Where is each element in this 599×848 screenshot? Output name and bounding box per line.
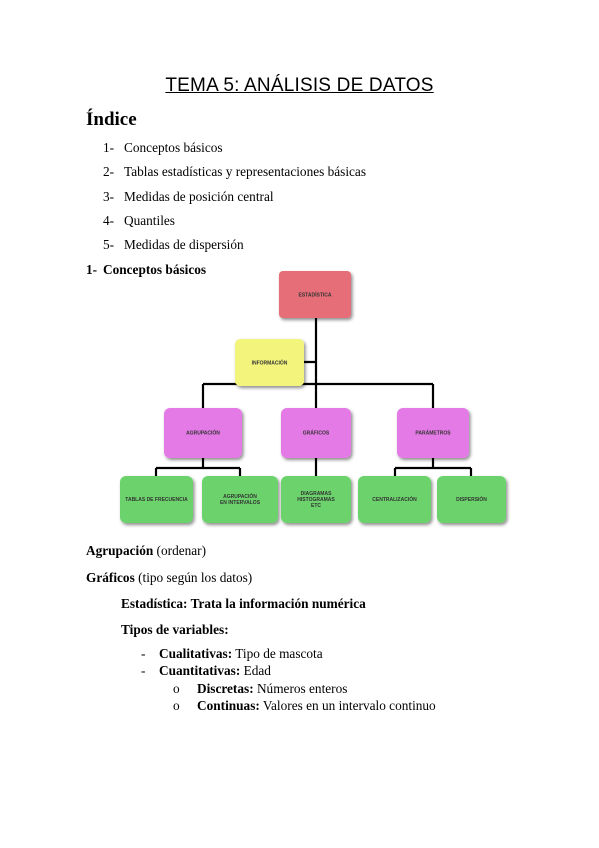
table-of-contents: 1- Conceptos básicos 2- Tablas estadística…: [103, 140, 366, 261]
bullet-dash: -: [141, 646, 146, 661]
bullet-term: Cualitativas:: [159, 646, 233, 661]
toc-item-number: 1-: [103, 140, 115, 155]
toc-item: 5- Medidas de dispersión: [103, 237, 366, 261]
toc-item: 1- Conceptos básicos: [103, 140, 366, 164]
diagram-leaf-centralizacion-label: CENTRALIZACIÓN: [372, 495, 417, 503]
toc-item-number: 2-: [103, 164, 115, 180]
section-heading: 1- Conceptos básicos: [86, 262, 206, 278]
toc-item-label: Tablas estadísticas y representaciones b…: [124, 164, 367, 180]
bullet-item: -Cualitativas: Tipo de mascota: [141, 646, 323, 662]
toc-item-number: 5-: [103, 237, 115, 253]
bullet-dash: -: [141, 663, 146, 678]
diagram-node-parametros-label: PARÁMETROS: [415, 430, 451, 437]
toc-item-label: Quantiles: [124, 212, 175, 228]
subbullet-marker: o: [173, 698, 180, 713]
diagram-node-info: [235, 339, 304, 386]
agrupacion-term: Agrupación: [86, 543, 154, 558]
subbullet-item: o Discretas: Números enteros: [173, 681, 347, 697]
toc-item-number: 3-: [103, 188, 115, 204]
toc-item-label: Medidas de posición central: [124, 188, 274, 204]
graficos-desc: (tipo según los datos): [134, 570, 253, 585]
toc-item-number: 4-: [103, 212, 115, 228]
tipos-heading: Tipos de variables:: [121, 622, 229, 637]
diagram-node-root: [279, 271, 351, 318]
toc-item: 4- Quantiles: [103, 213, 366, 237]
toc-item: 3- Medidas de posición central: [103, 189, 366, 213]
diagram-leaf-intervalos-label-2: EN INTERVALOS: [220, 500, 261, 506]
agrupacion-desc: (ordenar): [153, 543, 207, 558]
diagram-node-graficos-label: GRÁFICOS: [303, 430, 330, 437]
diagram-leaf-tablas: [120, 476, 193, 523]
diagram-leaf-dispersion: [437, 476, 506, 523]
graficos-term: Gráficos: [86, 570, 135, 585]
diagram-leaf-diagramas: [281, 476, 351, 523]
diagram-leaf-intervalos: [202, 476, 278, 523]
subbullet-term: Continuas:: [197, 698, 260, 713]
agrupacion-line: Agrupación (ordenar): [86, 543, 206, 559]
page-title: TEMA 5: ANÁLISIS DE DATOS: [165, 75, 434, 96]
section-number: 1-: [86, 262, 98, 277]
diagram-leaf-dispersion-label: DISPERSIÓN: [456, 495, 487, 503]
bullet-desc: Edad: [240, 663, 271, 678]
diagram-leaf-centralizacion: [358, 476, 431, 523]
subbullet-desc: Valores en un intervalo continuo: [259, 698, 436, 713]
diagram-leaf-intervalos-label: AGRUPACIÓN: [223, 492, 257, 500]
diagram-node-parametros: [397, 408, 469, 458]
subbullet-item: o Continuas: Valores en un intervalo cont…: [173, 698, 436, 714]
bullet-item: -Cuantitativas: Edad: [141, 663, 271, 679]
diagram-leaf-diagramas-label-2: HISTOGRAMAS: [297, 497, 335, 503]
subbullet-desc: Números enteros: [253, 681, 348, 696]
section-title: Conceptos básicos: [103, 262, 207, 277]
diagram-node-root-label: ESTADÍSTICA: [299, 291, 332, 299]
toc-item-label: Medidas de dispersión: [124, 237, 244, 253]
bullet-term: Cuantitativas:: [159, 663, 241, 678]
diagram-leaf-diagramas-label-3: ETC: [311, 503, 321, 509]
subbullet-marker: o: [173, 681, 180, 696]
diagram-leaf-diagramas-label: DIAGRAMAS: [301, 491, 332, 497]
diagram-node-info-label: INFORMACIÓN: [252, 359, 288, 367]
toc-item-label: Conceptos básicos: [124, 140, 223, 155]
diagram-node-agrupacion-label: AGRUPACIÓN: [186, 429, 220, 437]
estadistica-definition: Estadística: Trata la información numéri…: [121, 596, 366, 611]
subbullet-term: Discretas:: [197, 681, 254, 696]
diagram-node-agrupacion: [164, 408, 242, 458]
diagram-node-graficos: [281, 408, 351, 458]
bullet-desc: Tipo de mascota: [232, 646, 323, 661]
diagram-leaf-tablas-label: TABLAS DE FRECUENCIA: [125, 497, 188, 503]
toc-item: 2- Tablas estadísticas y representaciones…: [103, 164, 366, 188]
index-heading: Índice: [86, 109, 137, 130]
graficos-line: Gráficos (tipo según los datos): [86, 570, 252, 586]
